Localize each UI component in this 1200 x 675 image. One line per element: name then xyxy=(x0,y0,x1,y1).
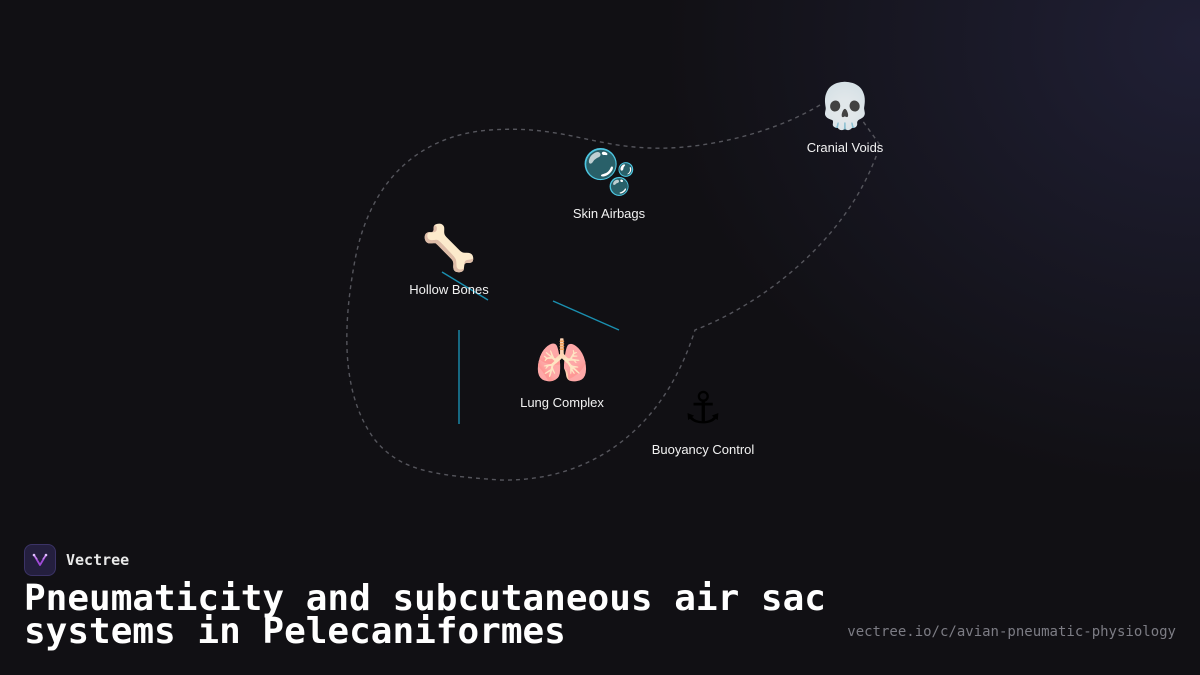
node-buoyancy-control[interactable]: ⚓ Buoyancy Control xyxy=(652,382,755,457)
node-label: Skin Airbags xyxy=(572,206,646,221)
brand-name: Vectree xyxy=(66,551,130,569)
link-lung-buoyancy xyxy=(552,300,620,331)
node-lung-complex[interactable]: 🫁 Lung Complex xyxy=(520,335,604,410)
node-label: Buoyancy Control xyxy=(651,442,755,457)
skull-icon: 💀 xyxy=(817,81,873,132)
cluster-outline xyxy=(346,104,881,481)
lungs-icon: 🫁 xyxy=(534,336,590,387)
node-hollow-bones[interactable]: 🦴 Hollow Bones xyxy=(409,222,489,297)
source-url[interactable]: vectree.io/c/avian-pneumatic-physiology xyxy=(847,624,1176,640)
node-label: Cranial Voids xyxy=(806,140,884,155)
link-bones-lung xyxy=(441,271,489,301)
brand[interactable]: Vectree xyxy=(24,544,129,576)
vectree-logo-icon xyxy=(24,544,56,576)
bone-icon: 🦴 xyxy=(421,223,477,274)
bubbles-icon: 🫧 xyxy=(581,147,637,198)
node-skin-airbags[interactable]: 🫧 Skin Airbags xyxy=(573,146,645,221)
anchor-icon: ⚓ xyxy=(683,383,723,434)
page-title: Pneumaticity and subcutaneous air sac sy… xyxy=(24,578,826,652)
node-label: Hollow Bones xyxy=(409,282,489,297)
node-label: Lung Complex xyxy=(520,395,604,410)
node-cranial-voids[interactable]: 💀 Cranial Voids xyxy=(807,80,884,155)
